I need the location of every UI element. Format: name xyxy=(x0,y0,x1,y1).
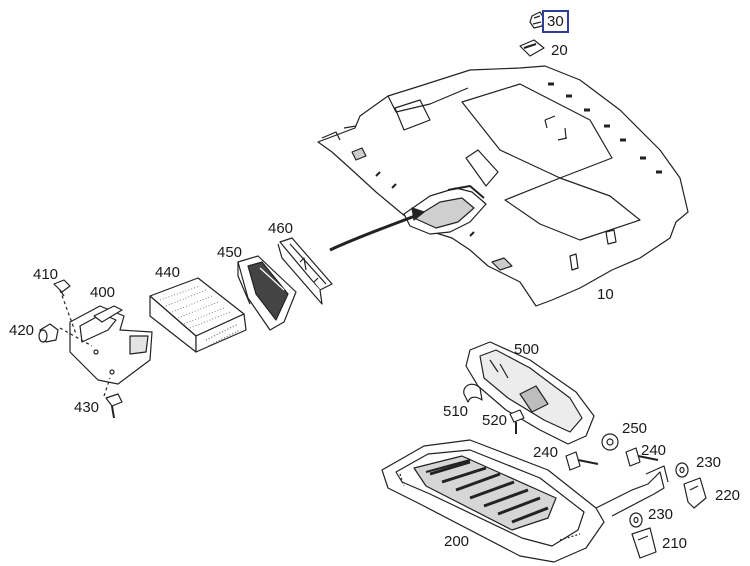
callout-240-left[interactable]: 240 xyxy=(533,444,559,461)
console-frame-part-500 xyxy=(465,341,595,445)
callout-500[interactable]: 500 xyxy=(514,341,540,358)
bolt-part-240 xyxy=(565,447,659,471)
callout-250[interactable]: 250 xyxy=(622,420,648,437)
callout-410[interactable]: 410 xyxy=(33,266,59,283)
callout-430[interactable]: 430 xyxy=(74,399,100,416)
housing-part-450 xyxy=(237,255,297,331)
callout-460[interactable]: 460 xyxy=(268,220,294,237)
headliner-part-10 xyxy=(317,65,689,307)
hinge-part-220 xyxy=(683,477,707,509)
callout-230-lower[interactable]: 230 xyxy=(648,506,674,523)
grommet-part-250 xyxy=(601,433,619,451)
callout-200[interactable]: 200 xyxy=(444,533,470,550)
callout-210[interactable]: 210 xyxy=(662,535,688,552)
callout-30[interactable]: 30 xyxy=(542,10,569,33)
bracket-part-20 xyxy=(519,39,545,57)
callout-440[interactable]: 440 xyxy=(155,264,181,281)
hinge-part-210 xyxy=(631,527,657,559)
callout-220[interactable]: 220 xyxy=(715,487,741,504)
arrow-head xyxy=(411,207,425,221)
callout-420[interactable]: 420 xyxy=(9,322,35,339)
callout-400[interactable]: 400 xyxy=(90,284,116,301)
module-part-440 xyxy=(149,277,247,353)
screw-part-520 xyxy=(509,409,525,434)
assembly-arrow xyxy=(329,212,421,252)
bracket-part-400 xyxy=(59,289,153,397)
frame-part-460 xyxy=(277,237,333,305)
callout-520[interactable]: 520 xyxy=(482,412,508,429)
callout-240-right[interactable]: 240 xyxy=(641,442,667,459)
callout-10[interactable]: 10 xyxy=(597,286,614,303)
callout-230-upper[interactable]: 230 xyxy=(696,454,722,471)
screw-part-410 xyxy=(53,279,71,297)
tray-part-200 xyxy=(381,439,669,563)
callout-450[interactable]: 450 xyxy=(217,244,243,261)
washer-part-230 xyxy=(629,462,689,528)
handle-part-510 xyxy=(463,383,483,403)
callout-20[interactable]: 20 xyxy=(551,42,568,59)
screw-part-430 xyxy=(105,393,123,419)
plug-part-420 xyxy=(38,323,59,343)
callout-510[interactable]: 510 xyxy=(443,403,469,420)
